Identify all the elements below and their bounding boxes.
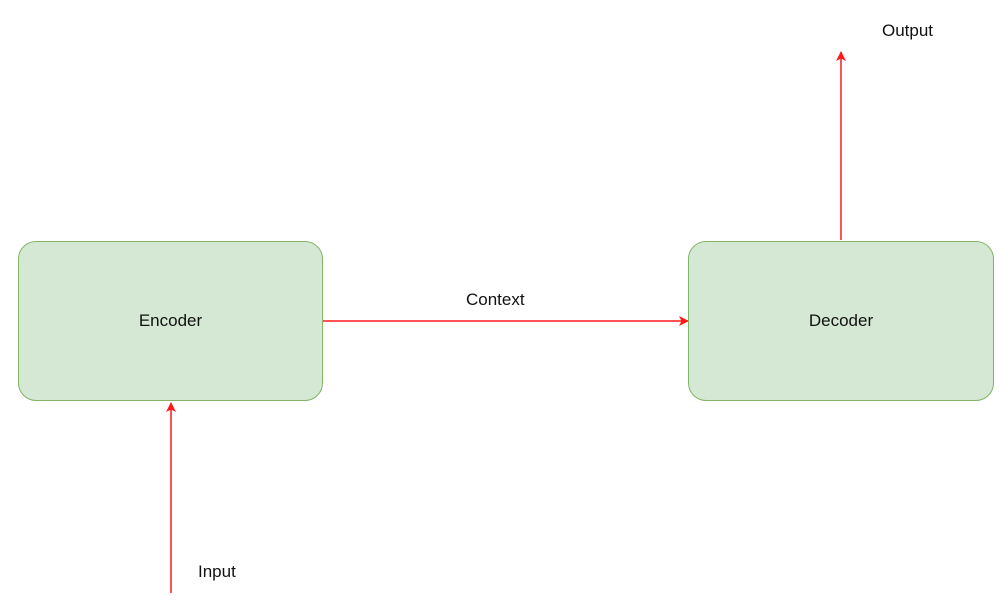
output-label: Output [882, 21, 934, 40]
decoder-label: Decoder [808, 311, 874, 330]
decoder-node: Decoder [688, 241, 994, 401]
input-label: Input [198, 562, 236, 581]
encoder-node: Encoder [18, 241, 323, 401]
encoder-label: Encoder [138, 311, 203, 330]
context-label: Context [466, 290, 525, 309]
